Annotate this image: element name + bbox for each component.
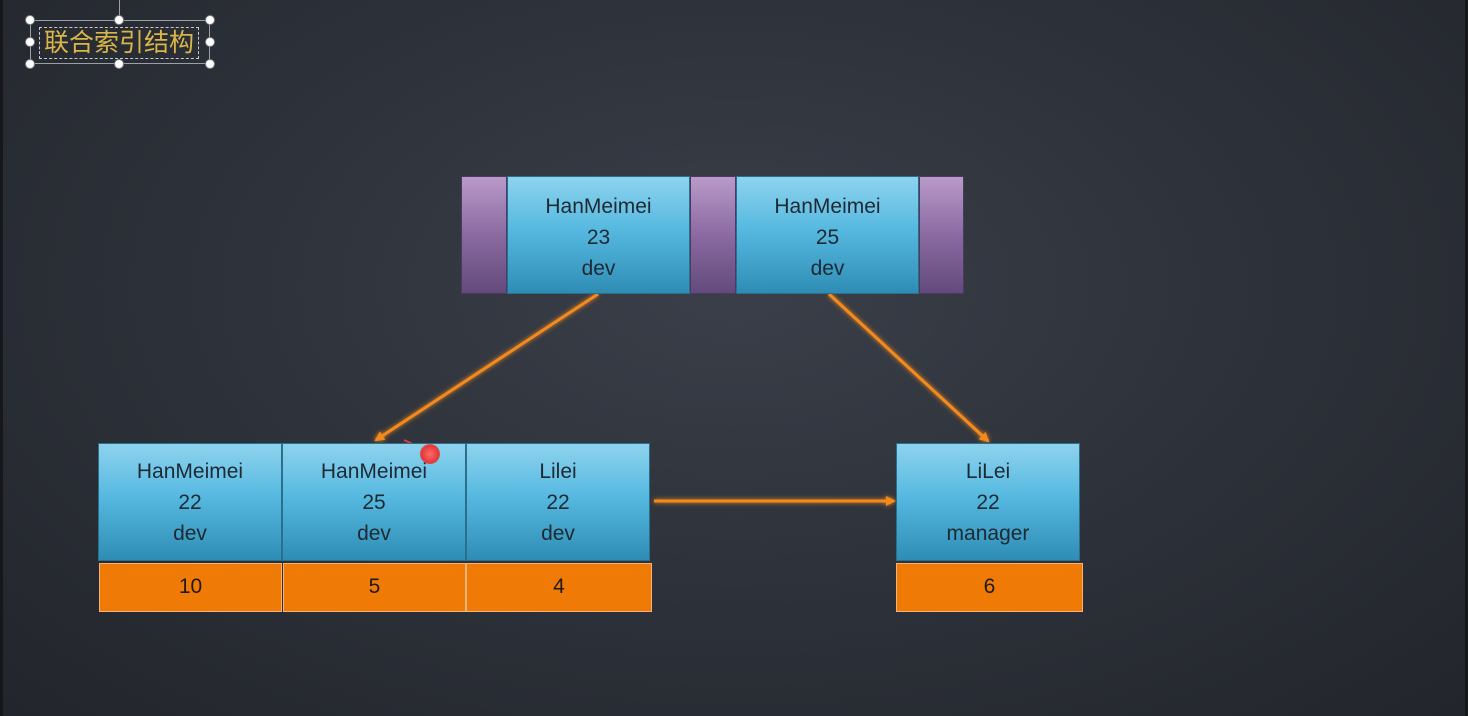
resize-handle-middle-left[interactable] <box>25 37 35 47</box>
leaf-left-rowid-2: 4 <box>466 563 652 612</box>
key-name: Lilei <box>539 460 577 483</box>
key-role: manager <box>946 522 1030 545</box>
resize-handle-middle-right[interactable] <box>205 37 215 47</box>
arrow-root-to-leaf-right <box>827 292 990 443</box>
key-role: dev <box>581 257 616 280</box>
right-frame-edge <box>1465 0 1468 716</box>
root-key-0: HanMeimei 23 dev <box>507 176 690 294</box>
leaf-left-rowid-1: 5 <box>283 563 466 612</box>
resize-handle-bottom-left[interactable] <box>25 59 35 69</box>
left-frame-edge <box>0 0 3 716</box>
resize-handle-bottom-middle[interactable] <box>114 59 124 69</box>
root-key-1: HanMeimei 25 dev <box>736 176 919 294</box>
leaf-left-key-2: Lilei 22 dev <box>466 443 650 561</box>
pointer-cursor-dot <box>420 444 440 464</box>
leaf-left-key-0: HanMeimei 22 dev <box>98 443 282 561</box>
key-name: HanMeimei <box>320 460 428 483</box>
leaf-right-key-0: LiLei 22 manager <box>896 443 1080 561</box>
key-age: 22 <box>976 491 1000 514</box>
root-pointer-0 <box>461 176 507 294</box>
key-age: 23 <box>586 226 611 249</box>
key-name: HanMeimei <box>545 195 652 218</box>
key-age: 25 <box>362 491 386 514</box>
leaf-right-rowid-0: 6 <box>896 563 1083 612</box>
key-role: dev <box>541 522 575 545</box>
resize-handle-bottom-right[interactable] <box>205 59 215 69</box>
root-pointer-1 <box>690 176 736 294</box>
key-name: HanMeimei <box>774 195 881 218</box>
arrow-root-to-leaf-left <box>374 292 599 442</box>
key-name: LiLei <box>965 460 1011 483</box>
leaf-left-rowid-0: 10 <box>99 563 282 612</box>
key-age: 22 <box>546 491 570 514</box>
rotation-handle-line <box>119 0 120 16</box>
leaf-left-key-1: HanMeimei 25 dev <box>282 443 466 561</box>
root-pointer-2 <box>919 176 964 294</box>
key-age: 25 <box>815 226 840 249</box>
resize-handle-top-left[interactable] <box>25 15 35 25</box>
key-age: 22 <box>178 491 202 514</box>
resize-handle-top-middle[interactable] <box>114 15 124 25</box>
key-role: dev <box>173 522 207 545</box>
key-name: HanMeimei <box>136 460 244 483</box>
diagram-title[interactable]: 联合索引结构 <box>39 27 200 59</box>
key-role: dev <box>357 522 391 545</box>
resize-handle-top-right[interactable] <box>205 15 215 25</box>
key-role: dev <box>810 257 845 280</box>
